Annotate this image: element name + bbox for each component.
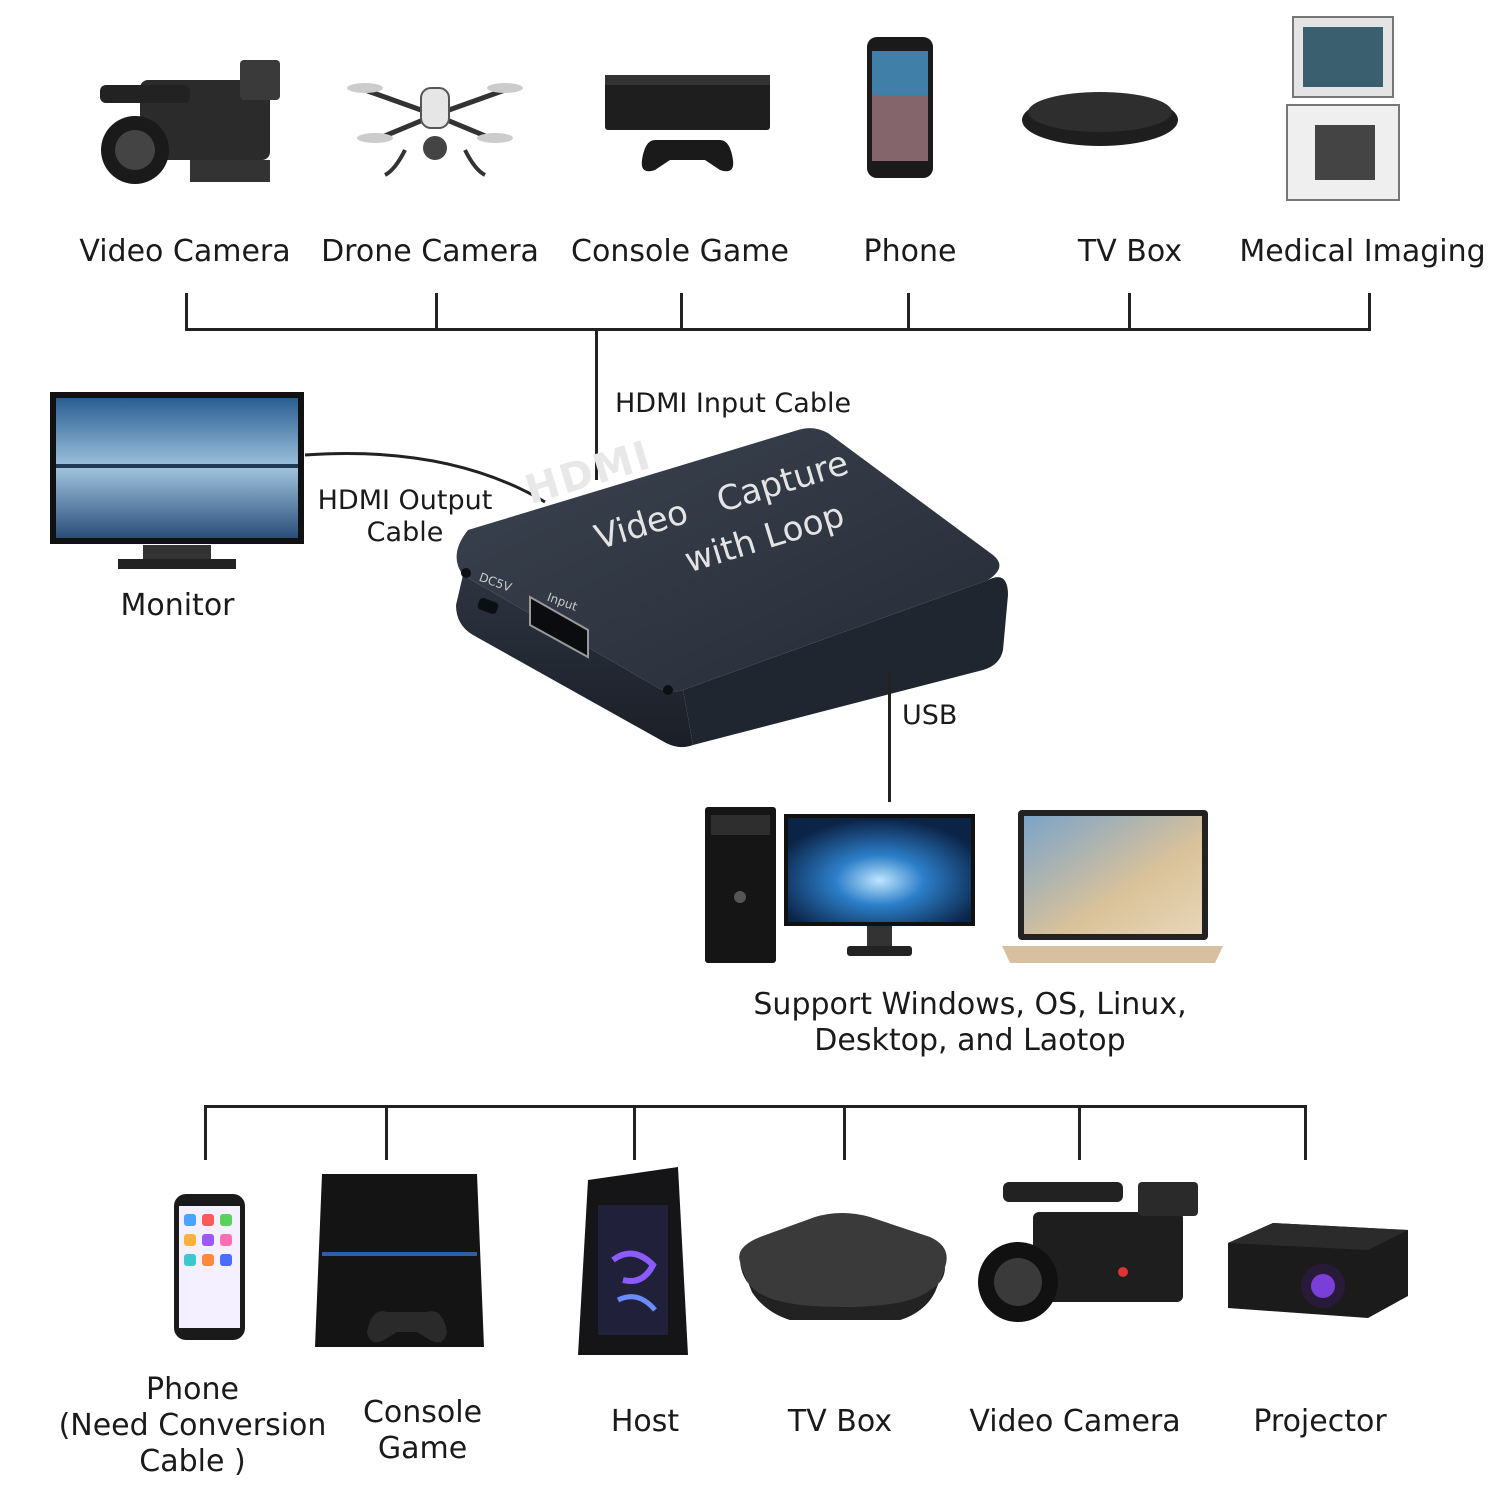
tv-box-icon <box>739 1213 947 1320</box>
hdmi-input-cable-label: HDMI Input Cable <box>615 388 852 419</box>
projector-icon <box>1228 1223 1408 1318</box>
top-drop-2 <box>680 293 683 331</box>
pc-tower-icon <box>578 1167 688 1355</box>
top-device-label-4: TV Box <box>1077 234 1183 269</box>
top-device-label-2: Console Game <box>571 234 789 269</box>
hdmi-output-cable-label-2: Cable <box>366 517 444 548</box>
bottom-device-label-3: TV Box <box>787 1404 893 1439</box>
usb-label: USB <box>902 700 958 731</box>
bottom-drop-4 <box>1078 1105 1081 1160</box>
monitor-icon <box>50 392 304 569</box>
bottom-device-label-2: Host <box>610 1404 680 1439</box>
top-drop-3 <box>907 293 910 331</box>
tv-box-icon <box>1022 92 1178 146</box>
bottom-device-label-1-line0: Console <box>362 1395 483 1430</box>
bottom-drop-1 <box>385 1105 388 1160</box>
top-device-label-3: Phone <box>863 234 957 269</box>
usb-cable-line <box>888 672 891 802</box>
smartphone-icon <box>174 1194 245 1340</box>
top-device-label-1: Drone Camera <box>321 234 539 269</box>
top-drop-1 <box>435 293 438 331</box>
computers-caption-line2: Desktop, and Laotop <box>814 1023 1126 1058</box>
computers-caption-line1: Support Windows, OS, Linux, <box>753 987 1187 1022</box>
top-drop-0 <box>185 293 188 331</box>
top-device-label-5: Medical Imaging <box>1239 234 1486 269</box>
bottom-drop-5 <box>1304 1105 1307 1160</box>
bottom-bus-line <box>204 1105 1307 1108</box>
medical-imaging-icon <box>1286 16 1400 201</box>
bottom-device-label-1-line1: Game <box>377 1431 468 1466</box>
game-console-icon <box>605 75 770 172</box>
drone-icon <box>347 83 523 177</box>
bottom-device-label-0-line2: Cable ) <box>139 1444 246 1479</box>
hdmi-output-cable-label-1: HDMI Output <box>317 485 493 516</box>
top-drop-4 <box>1128 293 1131 331</box>
capture-device-body <box>456 428 1008 748</box>
bottom-device-label-4: Video Camera <box>969 1404 1181 1439</box>
top-device-label-0: Video Camera <box>79 234 291 269</box>
bottom-device-label-5: Projector <box>1253 1404 1387 1439</box>
top-bus-line <box>185 328 1371 331</box>
video-camera-icon <box>978 1182 1198 1322</box>
bottom-drop-2 <box>633 1105 636 1160</box>
smartphone-icon <box>867 37 933 178</box>
laptop-icon <box>1002 810 1223 963</box>
bottom-device-label-0-line1: (Need Conversion <box>58 1408 327 1443</box>
bottom-device-label-0-line0: Phone <box>146 1372 239 1407</box>
bottom-drop-0 <box>204 1105 207 1160</box>
top-drop-5 <box>1368 293 1371 331</box>
desktop-monitor-icon <box>784 814 975 956</box>
hdmi-output-cable-line <box>304 452 546 504</box>
bottom-drop-3 <box>843 1105 846 1160</box>
monitor-label: Monitor <box>120 588 235 623</box>
hdmi-input-cable-line <box>595 330 598 480</box>
video-camera-icon <box>100 60 280 184</box>
pc-tower-icon <box>705 807 776 963</box>
game-console-icon <box>315 1174 484 1347</box>
